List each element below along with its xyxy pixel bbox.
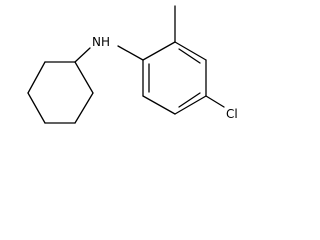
c-cl-bond (205, 95, 225, 108)
chemical-structure: NH Cl (27, 5, 238, 124)
ring-bond (27, 92, 46, 124)
ring-bond (74, 61, 94, 94)
aromatic-bond (142, 95, 176, 115)
aromatic-inner-bond (178, 48, 201, 64)
cl-atom-label: Cl (226, 107, 238, 121)
benzene-ring (142, 41, 207, 115)
n-aryl-bond (117, 45, 144, 61)
nh-atom-label: NH (92, 35, 110, 49)
n-cyclohexyl-bond (74, 47, 91, 63)
aromatic-bond (174, 95, 207, 115)
ring-bond (74, 92, 94, 124)
cyclohexyl-ring (27, 61, 94, 124)
aromatic-inner-bond (178, 92, 201, 108)
aromatic-bond (174, 41, 207, 61)
aromatic-bond (142, 41, 176, 61)
ring-bond (27, 61, 46, 94)
